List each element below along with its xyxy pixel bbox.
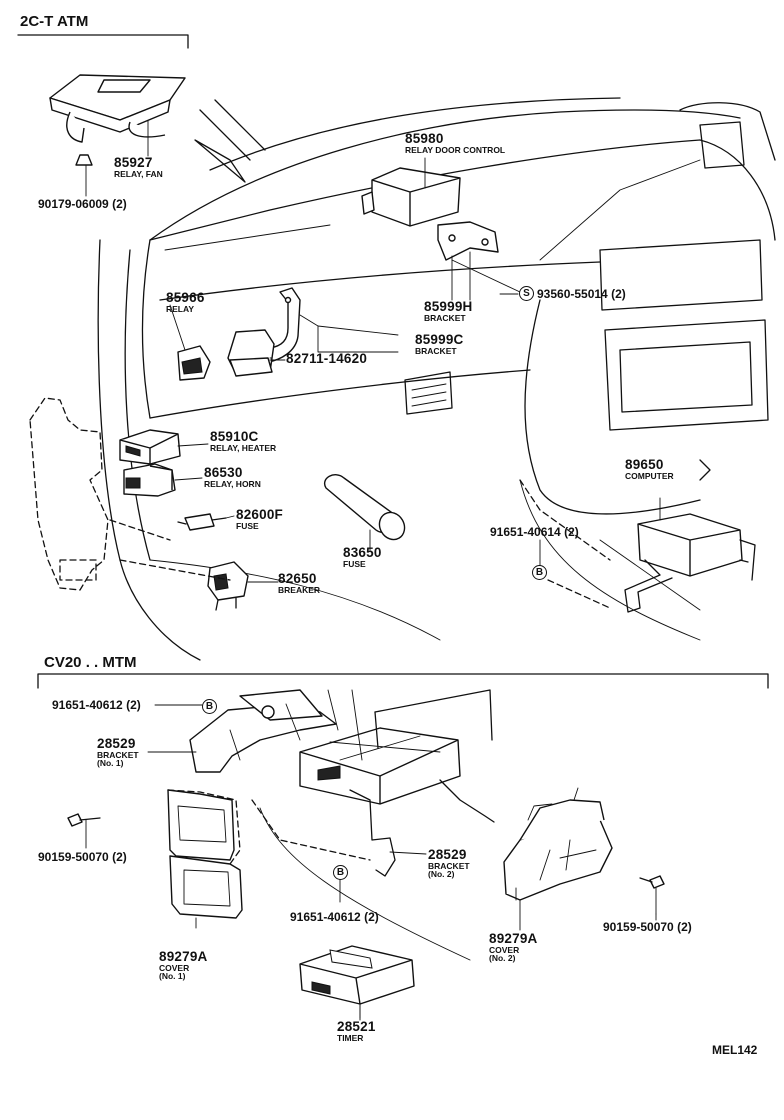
- label-85980: 85980 RELAY DOOR CONTROL: [405, 131, 506, 155]
- cover-no1-part: [167, 789, 243, 919]
- bracket-85999h-part: [437, 221, 521, 301]
- breaker-part: [207, 561, 249, 611]
- label-89279a-no2: 89279A COVER (No. 2): [489, 931, 538, 963]
- left-bracket-part: [29, 397, 231, 591]
- label-90179: 90179-06009 (2): [38, 197, 127, 211]
- section-title-cv20-mtm: CV20 . . MTM: [44, 654, 137, 671]
- diagram-code: MEL142: [712, 1043, 758, 1057]
- relay-socket-82711-part: [227, 329, 286, 377]
- label-28529-no1: 28529 BRACKET (No. 1): [97, 736, 139, 768]
- dashboard-outline: [97, 97, 776, 661]
- label-85999c: 85999C BRACKET: [415, 332, 464, 356]
- label-82600f: 82600F FUSE: [236, 507, 283, 531]
- leader-lines: [147, 120, 661, 1019]
- bottom-section-bracket: [37, 673, 769, 689]
- label-91651-40614: 91651-40614 (2): [490, 525, 579, 539]
- label-85910c: 85910C RELAY, HEATER: [210, 429, 277, 453]
- relay-fan-part: [49, 74, 186, 197]
- label-90159-b: 90159-50070 (2): [603, 920, 692, 934]
- relay-door-control-part: [361, 167, 461, 227]
- label-82650: 82650 BREAKER: [278, 571, 321, 595]
- mark-b-3: B: [333, 865, 348, 880]
- relay-horn-part: [123, 463, 176, 497]
- label-83650: 83650 FUSE: [343, 545, 382, 569]
- relay-heater-part: [119, 429, 181, 465]
- label-85999h: 85999H BRACKET: [424, 299, 473, 323]
- label-89650: 89650 COMPUTER: [625, 457, 674, 481]
- label-90159-a: 90159-50070 (2): [38, 850, 127, 864]
- bracket-no1-part: [189, 689, 337, 773]
- screw-left-part: [67, 813, 101, 849]
- label-28529-no2: 28529 BRACKET (No. 2): [428, 847, 470, 879]
- label-91651-40612-a: 91651-40612 (2): [52, 698, 141, 712]
- screw-right-part: [639, 875, 665, 915]
- top-section-bracket: [17, 34, 189, 49]
- center-unit-part: [251, 689, 495, 961]
- label-93560: 93560-55014 (2): [537, 287, 626, 301]
- mark-s: S: [519, 286, 534, 301]
- computer-part: [519, 479, 756, 613]
- relay-85966-part: [169, 304, 211, 381]
- label-82711: 82711-14620: [286, 351, 368, 366]
- mark-b-1: B: [532, 565, 547, 580]
- label-89279a-no1: 89279A COVER (No. 1): [159, 949, 208, 981]
- mark-b-2: B: [202, 699, 217, 714]
- timer-part: [299, 945, 415, 1021]
- label-91651-40612-b: 91651-40612 (2): [290, 910, 379, 924]
- cover-no2-part: [503, 787, 613, 901]
- label-86530: 86530 RELAY, HORN: [204, 465, 261, 489]
- label-28521: 28521 TIMER: [337, 1019, 376, 1043]
- section-title-2ct-atm: 2C-T ATM: [20, 13, 89, 30]
- fuse-83650-part: [323, 474, 406, 541]
- label-85927: 85927 RELAY, FAN: [114, 155, 163, 179]
- fuse-82600f-part: [177, 513, 227, 531]
- label-85966: 85966 RELAY: [166, 290, 205, 314]
